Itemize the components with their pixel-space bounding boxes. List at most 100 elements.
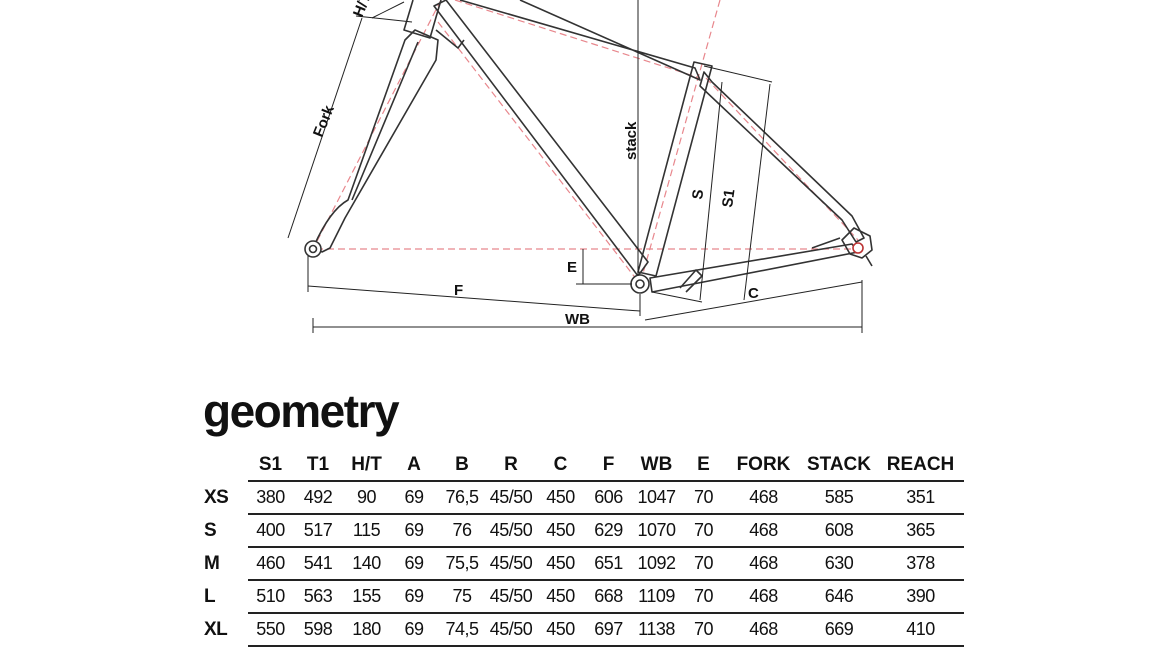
seat-stay [699, 71, 865, 243]
table-cell: 70 [681, 546, 726, 580]
column-header: F [585, 450, 632, 482]
size-label: L [204, 585, 216, 607]
label-wheelbase: WB [565, 311, 590, 328]
table-cell: 468 [726, 546, 801, 580]
table-cell: 697 [585, 612, 632, 647]
fork-top-tick [355, 15, 413, 23]
table-cell: 517 [293, 513, 343, 547]
table-cell: 1092 [632, 546, 681, 580]
head-tube-axis-line [312, 0, 442, 250]
head-tube [403, 0, 442, 39]
table-cell: 651 [585, 546, 632, 580]
seat-tube [637, 61, 713, 277]
seat-tube-s-dimension-line [699, 81, 723, 301]
label-seat-tube-s: S [689, 188, 707, 200]
table-cell: 69 [390, 546, 438, 580]
table-cell: 380 [248, 480, 293, 514]
size-label: S [204, 519, 217, 541]
disc-mount [811, 237, 873, 267]
table-cell: 351 [877, 480, 964, 514]
table-cell: 450 [536, 513, 585, 547]
table-cell: 1109 [632, 579, 681, 613]
table-cell: 140 [343, 546, 390, 580]
table-cell: 468 [726, 513, 801, 547]
table-cell: 45/50 [486, 579, 536, 613]
table-cell: 69 [390, 579, 438, 613]
table-cell: 70 [681, 579, 726, 613]
chain-stay-detail [679, 269, 703, 293]
column-header: A [390, 450, 438, 482]
rear-axle [852, 242, 864, 254]
column-header: B [438, 450, 486, 482]
table-cell: 629 [585, 513, 632, 547]
table-cell: 450 [536, 480, 585, 514]
table-cell: 400 [248, 513, 293, 547]
front-center-dimension-line [307, 285, 641, 312]
table-cell: 115 [343, 513, 390, 547]
table-cell: 585 [801, 480, 877, 514]
seat-tube-s1-dimension-line [743, 83, 771, 301]
column-header: E [681, 450, 726, 482]
seat-stay-center-line [705, 77, 859, 241]
table-cell: 450 [536, 579, 585, 613]
table-cell: 468 [726, 579, 801, 613]
size-label: XS [204, 486, 229, 508]
table-cell: 450 [536, 546, 585, 580]
table-cell: 492 [293, 480, 343, 514]
label-fork: Fork [310, 102, 338, 139]
label-chainstay: C [748, 285, 759, 302]
fork-inner-line [351, 41, 419, 201]
table-cell: 598 [293, 612, 343, 647]
column-header: T1 [293, 450, 343, 482]
table-cell: 468 [726, 612, 801, 647]
table-cell: 410 [877, 612, 964, 647]
size-label: M [204, 552, 220, 574]
table-cell: 70 [681, 480, 726, 514]
table-cell: 468 [726, 480, 801, 514]
table-cell: 378 [877, 546, 964, 580]
front-axle-inner [308, 244, 318, 254]
table-cell: 69 [390, 480, 438, 514]
seat-tube-axis-line [639, 0, 721, 285]
s1-top-tick [703, 65, 773, 83]
column-header: WB [632, 450, 681, 482]
table-cell: 606 [585, 480, 632, 514]
table-cell: 450 [536, 612, 585, 647]
wheel-hubs [304, 240, 864, 294]
table-cell: 541 [293, 546, 343, 580]
fork-dimension-line [287, 17, 363, 239]
table-cell: 45/50 [486, 480, 536, 514]
table-cell: 75,5 [438, 546, 486, 580]
table-cell: 70 [681, 612, 726, 647]
table-cell: 1070 [632, 513, 681, 547]
head-tube-dimension-line [371, 1, 405, 19]
table-cell: 669 [801, 612, 877, 647]
table-cell: 1138 [632, 612, 681, 647]
column-header: STACK [801, 450, 877, 482]
table-cell: 550 [248, 612, 293, 647]
table-cell: 76,5 [438, 480, 486, 514]
table-cell: 630 [801, 546, 877, 580]
geometry-title: geometry [203, 385, 400, 437]
top-tube-center-line [454, 0, 701, 79]
size-label: XL [204, 618, 228, 640]
table-cell: 365 [877, 513, 964, 547]
label-seat-tube-s1: S1 [719, 188, 738, 209]
table-cell: 390 [877, 579, 964, 613]
rear-dropout [841, 227, 873, 259]
frame-geometry-diagram: H/T Fork stack S S1 E F C WB [287, 0, 873, 333]
label-head-tube: H/T [350, 0, 375, 19]
table-cell: 76 [438, 513, 486, 547]
table-cell: 460 [248, 546, 293, 580]
column-header: REACH [877, 450, 964, 482]
column-header: R [486, 450, 536, 482]
table-cell: 45/50 [486, 513, 536, 547]
table-cell: 608 [801, 513, 877, 547]
frame-diagram-svg: H/T Fork stack S S1 E F C WB [287, 0, 873, 333]
